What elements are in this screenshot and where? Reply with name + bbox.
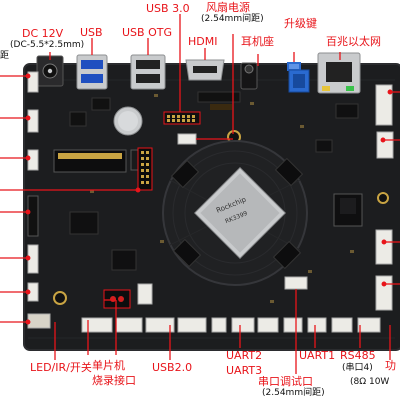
- top-left-cut-label: 距: [0, 51, 10, 61]
- serial-spec-label: (2.54mm间距): [262, 388, 325, 398]
- upgrade-key-label: 升级键: [284, 17, 317, 30]
- rs485-label: RS485: [340, 349, 376, 362]
- fan-spec-label: (2.54mm间距): [201, 14, 264, 24]
- upgrade-key: [287, 62, 301, 71]
- usb-label: USB: [80, 26, 103, 39]
- blue-dip-switch: [288, 69, 310, 93]
- mcu-label: 单片机: [92, 359, 125, 372]
- dc-jack: [36, 55, 64, 87]
- fan-connector: [177, 133, 197, 145]
- uart2-label: UART2: [226, 349, 263, 362]
- amp-spec-label: (8Ω 10W: [350, 377, 390, 387]
- soc-chip: [194, 167, 286, 259]
- ethernet-port: [317, 52, 361, 94]
- pin-header: [137, 147, 153, 191]
- fan-power-label: 风扇电源: [206, 1, 250, 14]
- usb2-label: USB2.0: [152, 361, 193, 374]
- audio-jack: [240, 62, 258, 90]
- wifi-module: [333, 193, 363, 227]
- earphone-label: 耳机座: [241, 35, 274, 48]
- usb3-header: [163, 111, 201, 125]
- rs485-sub-label: (串口4): [342, 363, 373, 373]
- usb-otg-port: [130, 54, 166, 90]
- serial-debug-label: 串口调试口: [258, 375, 313, 388]
- right-cut-label: 功: [385, 359, 396, 372]
- callout-lines: [0, 14, 400, 374]
- uart3-label: UART3: [226, 364, 263, 377]
- ethernet-label: 百兆以太网: [326, 35, 381, 48]
- hdmi-label: HDMI: [188, 35, 218, 48]
- left-lower-parts: [69, 211, 153, 309]
- right-ics: [315, 103, 359, 153]
- usb-port: [76, 54, 108, 90]
- smd-components: [90, 94, 354, 303]
- dc-jack-spec-label: (DC-5.5*2.5mm): [10, 40, 85, 50]
- top-ics: [69, 91, 241, 127]
- left-white-connectors: [27, 71, 51, 329]
- usb3-label: USB 3.0: [146, 2, 190, 15]
- serial-debug-connector: [284, 276, 308, 290]
- uart1-label: UART1: [299, 349, 336, 362]
- usb-otg-label: USB OTG: [122, 26, 172, 39]
- burn-interface-label: 烧录接口: [92, 374, 136, 387]
- right-white-connectors: [375, 84, 394, 311]
- led-ir-switch-label: LED/IR/开关: [30, 361, 92, 374]
- coin-battery: [113, 106, 143, 136]
- memory-chips: [170, 157, 304, 270]
- hdmi-port: [185, 59, 225, 81]
- dc-12v-label: DC 12V: [22, 27, 64, 40]
- bottom-white-connectors: [81, 317, 381, 333]
